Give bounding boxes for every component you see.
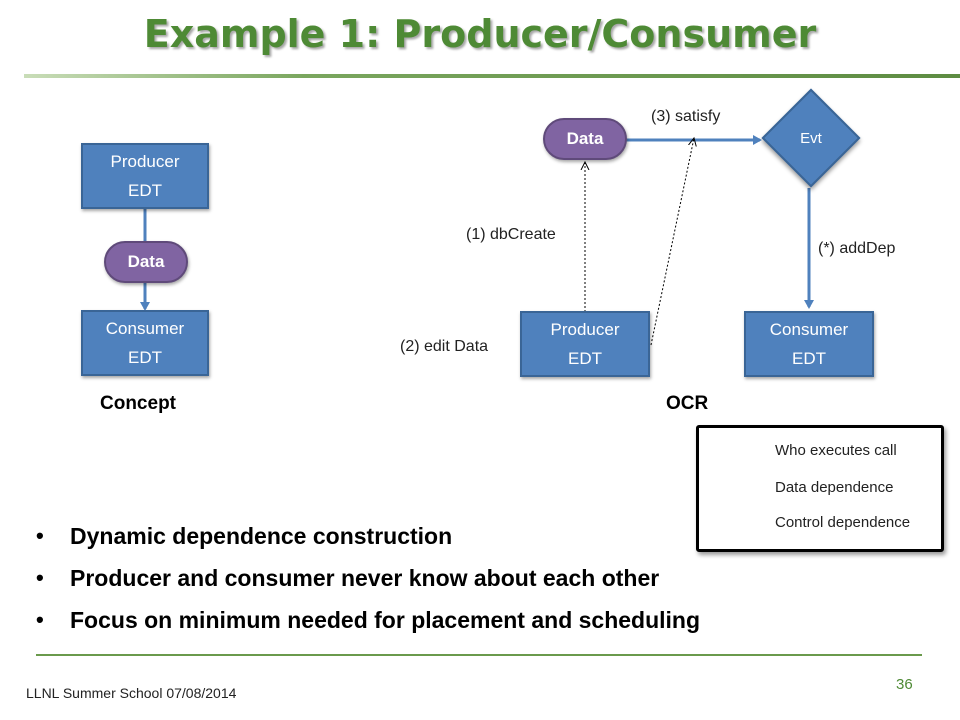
bullet-item: Producer and consumer never know about e… bbox=[36, 560, 700, 602]
legend-item-call: Who executes call bbox=[775, 442, 897, 459]
label-adddep: (*) addDep bbox=[818, 240, 896, 257]
concept-data-pill: Data bbox=[104, 241, 188, 283]
label-edit-data: (2) edit Data bbox=[400, 338, 489, 355]
concept-producer-line1: Producer bbox=[110, 152, 180, 171]
footer-text: LLNL Summer School 07/08/2014 bbox=[26, 685, 237, 701]
bullet-item: Focus on minimum needed for placement an… bbox=[36, 602, 700, 644]
concept-consumer-line1: Consumer bbox=[105, 319, 185, 338]
legend-item-data: Data dependence bbox=[775, 479, 894, 496]
concept-consumer-line2: EDT bbox=[128, 348, 162, 367]
page-number: 36 bbox=[896, 676, 913, 693]
ocr-consumer-line1: Consumer bbox=[769, 320, 849, 339]
concept-consumer-box: Consumer EDT bbox=[81, 310, 209, 376]
bullet-list: Dynamic dependence construction Producer… bbox=[36, 518, 700, 644]
ocr-data-pill: Data bbox=[543, 118, 627, 160]
label-dbcreate: (1) dbCreate bbox=[466, 226, 556, 243]
ocr-producer-box: Producer EDT bbox=[520, 311, 650, 377]
concept-producer-box: Producer EDT bbox=[81, 143, 209, 209]
ocr-producer-line1: Producer bbox=[550, 320, 620, 339]
concept-producer-line2: EDT bbox=[128, 181, 162, 200]
ocr-consumer-line2: EDT bbox=[792, 349, 826, 368]
title-underline bbox=[24, 74, 960, 78]
ocr-caption: OCR bbox=[666, 393, 709, 414]
slide-title: Example 1: Producer/Consumer bbox=[143, 12, 817, 56]
footer-rule bbox=[36, 654, 922, 656]
ocr-producer-line2: EDT bbox=[568, 349, 602, 368]
legend-item-control: Control dependence bbox=[775, 514, 911, 531]
legend-box bbox=[696, 425, 944, 552]
ocr-consumer-box: Consumer EDT bbox=[744, 311, 874, 377]
concept-caption: Concept bbox=[100, 393, 176, 414]
label-satisfy: (3) satisfy bbox=[651, 108, 721, 125]
bullet-item: Dynamic dependence construction bbox=[36, 518, 700, 560]
ocr-evt-label: Evt bbox=[800, 129, 822, 147]
ocr-arrow-edit bbox=[650, 138, 694, 346]
